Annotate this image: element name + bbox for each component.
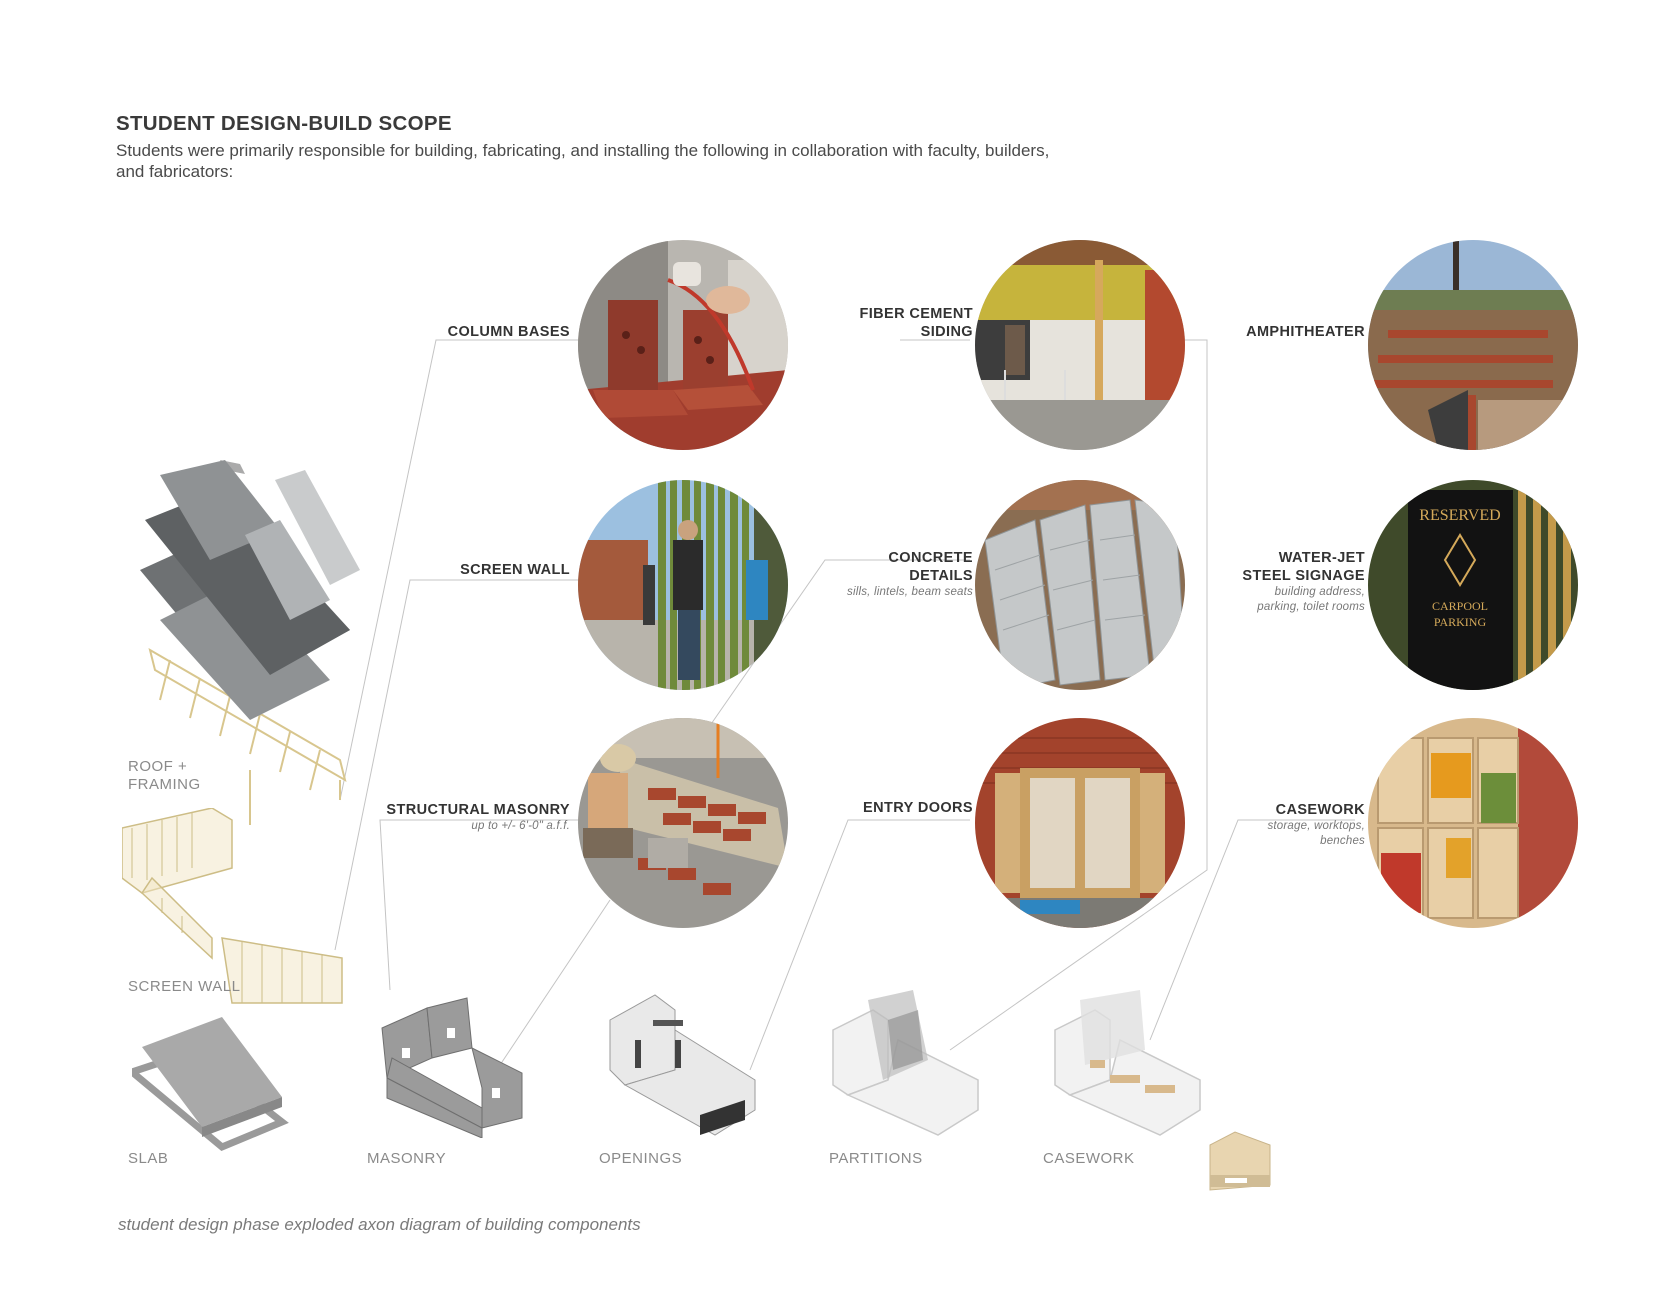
figure-caption: student design phase exploded axon diagr… (118, 1215, 641, 1234)
water-jet-note-line2: parking, toilet rooms (1257, 601, 1365, 613)
label-concrete-details: CONCRETE DETAILS sills, lintels, beam se… (780, 549, 973, 600)
label-screen-wall: SCREEN WALL (380, 561, 570, 579)
slab-axon (132, 1017, 289, 1152)
component-label-openings: OPENINGS (599, 1150, 682, 1168)
fiber-cement-label-line2: SIDING (920, 324, 973, 340)
screen-wall-axon (122, 808, 343, 1004)
concrete-details-label-line1: CONCRETE (888, 550, 973, 566)
roof-framing-axon (140, 460, 360, 825)
openings-comp-label: OPENINGS (599, 1150, 683, 1167)
roof-label-line1: ROOF + (128, 758, 188, 775)
casework-label: CASEWORK (1275, 802, 1365, 818)
label-entry-doors: ENTRY DOORS (780, 799, 973, 817)
component-label-roof: ROOF + FRAMING (128, 758, 201, 794)
page-subtitle: Students were primarily responsible for … (116, 141, 1050, 181)
screen-wall-comp-label: SCREEN WALL (128, 978, 241, 995)
structural-masonry-label: STRUCTURAL MASONRY (386, 802, 570, 818)
structural-masonry-photo (578, 718, 788, 928)
screen-wall-label: SCREEN WALL (460, 562, 570, 578)
signage-reserved-text: RESERVED (1419, 507, 1500, 524)
label-column-bases: COLUMN BASES (380, 323, 570, 341)
label-fiber-cement-siding: FIBER CEMENT SIDING (780, 305, 973, 341)
component-label-partitions: PARTITIONS (829, 1150, 923, 1168)
label-water-jet-signage: WATER-JET STEEL SIGNAGE building address… (1150, 549, 1365, 615)
slab-comp-label: SLAB (128, 1150, 169, 1167)
screen-wall-photo (578, 480, 788, 690)
component-label-masonry: MASONRY (367, 1150, 446, 1168)
component-label-screen-wall: SCREEN WALL (128, 978, 240, 996)
signage-parking-text: PARKING (1434, 615, 1487, 629)
masonry-comp-label: MASONRY (367, 1150, 447, 1167)
concrete-details-label-line2: DETAILS (909, 568, 973, 584)
partitions-comp-label: PARTITIONS (829, 1150, 923, 1167)
concrete-details-note: sills, lintels, beam seats (847, 586, 973, 598)
casework-note-line2: benches (1320, 835, 1365, 847)
concrete-details-photo (975, 480, 1185, 690)
entry-doors-label: ENTRY DOORS (863, 800, 973, 816)
amphitheater-label: AMPHITHEATER (1246, 324, 1365, 340)
casework-block-axon (1209, 1131, 1271, 1191)
water-jet-label-line1: WATER-JET (1278, 550, 1365, 566)
component-label-slab: SLAB (128, 1150, 168, 1168)
roof-label-line2: FRAMING (128, 776, 201, 793)
label-structural-masonry: STRUCTURAL MASONRY up to +/- 6'-0" a.f.f… (340, 801, 570, 834)
casework-comp-label: CASEWORK (1043, 1150, 1135, 1167)
fiber-cement-siding-photo (975, 240, 1185, 450)
water-jet-note-line1: building address, (1274, 586, 1365, 598)
water-jet-signage-photo: RESERVED CARPOOL PARKING (1368, 480, 1578, 690)
column-bases-photo (578, 240, 788, 450)
signage-carpool-text: CARPOOL (1432, 599, 1488, 613)
component-label-casework: CASEWORK (1043, 1150, 1135, 1168)
water-jet-label-line2: STEEL SIGNAGE (1242, 568, 1365, 584)
label-casework: CASEWORK storage, worktops, benches (1150, 801, 1365, 849)
column-bases-label: COLUMN BASES (447, 324, 570, 340)
page-title: STUDENT DESIGN-BUILD SCOPE (116, 112, 452, 135)
casework-note-line1: storage, worktops, (1267, 820, 1365, 832)
casework-photo (1368, 718, 1578, 928)
structural-masonry-note: up to +/- 6'-0" a.f.f. (471, 820, 570, 832)
amphitheater-photo (1368, 240, 1578, 450)
partitions-axon (832, 990, 979, 1136)
masonry-axon (381, 997, 523, 1138)
casework-axon (1054, 990, 1201, 1136)
label-amphitheater: AMPHITHEATER (1150, 323, 1365, 341)
fiber-cement-label-line1: FIBER CEMENT (859, 306, 973, 322)
openings-axon (609, 994, 756, 1136)
